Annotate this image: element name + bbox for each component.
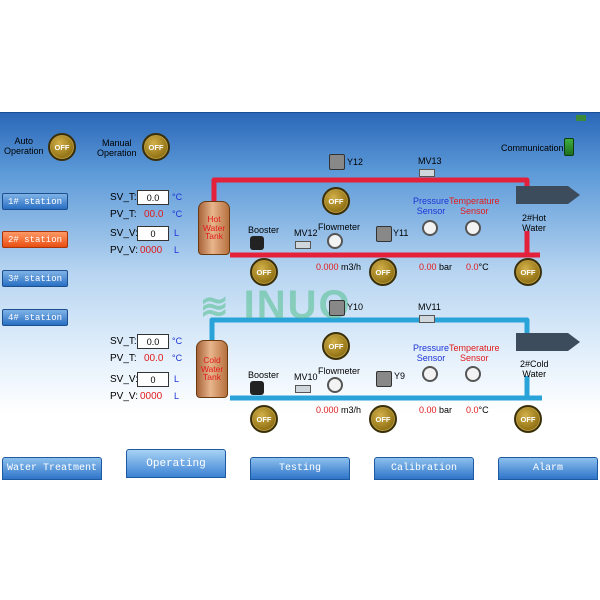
cold-outlet-button[interactable]: OFF [514, 405, 542, 433]
hot-mv-a-valve-icon [295, 241, 311, 249]
tab-water-treatment[interactable]: Water Treatment [2, 457, 102, 480]
cold-booster-pump-icon [250, 381, 264, 395]
cold-y-mid-button[interactable]: OFF [369, 405, 397, 433]
cold-y-mid-valve-icon [376, 371, 392, 387]
cold-mv-top-valve-icon [419, 315, 435, 323]
auto-operation-button[interactable]: OFF [48, 133, 76, 161]
hot-mv-top-valve-icon [419, 169, 435, 177]
station-4-button[interactable]: 4# station [2, 309, 68, 326]
cold-pv-v-value: 0000 [140, 391, 163, 402]
cold-sv-t-input[interactable]: 0.0 [137, 334, 169, 349]
hot-temperature-gauge-icon [465, 220, 481, 236]
hot-sv-t-label: SV_T: [110, 192, 137, 203]
hot-y-top-valve-icon [329, 154, 345, 170]
cold-temperature-readout: 0.0°C [466, 405, 489, 415]
cold-pv-t-unit: °C [172, 353, 183, 363]
cold-mv-top-label: MV11 [418, 302, 441, 312]
hot-pressure-readout: 0.00 bar [419, 262, 453, 272]
cold-sv-v-input[interactable]: 0 [137, 372, 169, 387]
manual-operation-button[interactable]: OFF [142, 133, 170, 161]
hot-pressure-gauge-icon [422, 220, 438, 236]
hot-outlet-button[interactable]: OFF [514, 258, 542, 286]
hot-booster-button[interactable]: OFF [250, 258, 278, 286]
communication-label: Communication [501, 143, 564, 153]
hot-outlet-arrow [516, 186, 580, 204]
hot-flow-readout: 0.000 m3/h [316, 262, 362, 272]
hot-booster-pump-icon [250, 236, 264, 250]
cold-y-top-label: Y10 [347, 302, 364, 312]
hot-pv-v-label: PV_V: [110, 245, 138, 256]
hot-flowmeter-label: Flowmeter [318, 222, 361, 232]
tab-operating[interactable]: Operating [126, 449, 226, 478]
cold-sv-v-label: SV_V: [110, 374, 138, 385]
hot-pv-t-unit: °C [172, 209, 183, 219]
hot-pv-t-value: 00.0 [144, 209, 164, 220]
hot-pv-t-label: PV_T: [110, 209, 137, 220]
cold-pipe [209, 317, 542, 401]
hot-sv-v-unit: L [174, 228, 180, 238]
cold-pv-v-label: PV_V: [110, 391, 138, 402]
hot-pv-v-unit: L [174, 245, 180, 255]
cold-pv-v-unit: L [174, 391, 180, 401]
hot-mv-top-label: MV13 [418, 156, 442, 166]
station-1-button[interactable]: 1# station [2, 193, 68, 210]
cold-sv-v-unit: L [174, 374, 180, 384]
hot-sv-t-input[interactable]: 0.0 [137, 190, 169, 205]
hot-mv-a-label: MV12 [294, 228, 318, 238]
cold-mv-a-label: MV10 [294, 372, 318, 382]
cold-pressure-readout: 0.00 bar [419, 405, 453, 415]
tab-testing[interactable]: Testing [250, 457, 350, 480]
hot-pv-v-value: 0000 [140, 245, 163, 256]
cold-flowmeter-icon [327, 377, 343, 393]
hot-sv-v-input[interactable]: 0 [137, 226, 169, 241]
hot-y-top-button[interactable]: OFF [322, 187, 350, 215]
tab-calibration[interactable]: Calibration [374, 457, 474, 480]
hot-sv-v-label: SV_V: [110, 228, 138, 239]
hot-booster-label: Booster [248, 225, 280, 235]
cold-y-mid-label: Y9 [394, 371, 406, 381]
hmi-panel [0, 112, 600, 479]
cold-flow-readout: 0.000 m3/h [316, 405, 362, 415]
cold-pv-t-label: PV_T: [110, 353, 137, 364]
cold-mv-a-valve-icon [295, 385, 311, 393]
hot-sv-t-unit: °C [172, 192, 183, 202]
cold-y-top-valve-icon [329, 300, 345, 316]
cold-pv-t-value: 00.0 [144, 353, 164, 364]
hot-y-mid-label: Y11 [393, 228, 409, 238]
cold-y-top-button[interactable]: OFF [322, 332, 350, 360]
cold-sv-t-unit: °C [172, 336, 183, 346]
hot-temperature-readout: 0.0°C [466, 262, 489, 272]
cold-booster-button[interactable]: OFF [250, 405, 278, 433]
window-corner-icon [576, 115, 586, 121]
cold-booster-label: Booster [248, 370, 280, 380]
hot-flowmeter-icon [327, 233, 343, 249]
communication-status-icon [564, 138, 574, 156]
station-2-button[interactable]: 2# station [2, 231, 68, 248]
cold-sv-t-label: SV_T: [110, 336, 137, 347]
cold-temperature-gauge-icon [465, 366, 481, 382]
cold-pressure-gauge-icon [422, 366, 438, 382]
hot-y-mid-button[interactable]: OFF [369, 258, 397, 286]
station-3-button[interactable]: 3# station [2, 270, 68, 287]
hot-y-mid-valve-icon [376, 226, 392, 242]
hot-y-top-label: Y12 [347, 157, 364, 167]
cold-outlet-arrow [516, 333, 580, 351]
tab-alarm[interactable]: Alarm [498, 457, 598, 480]
cold-flowmeter-label: Flowmeter [318, 366, 361, 376]
